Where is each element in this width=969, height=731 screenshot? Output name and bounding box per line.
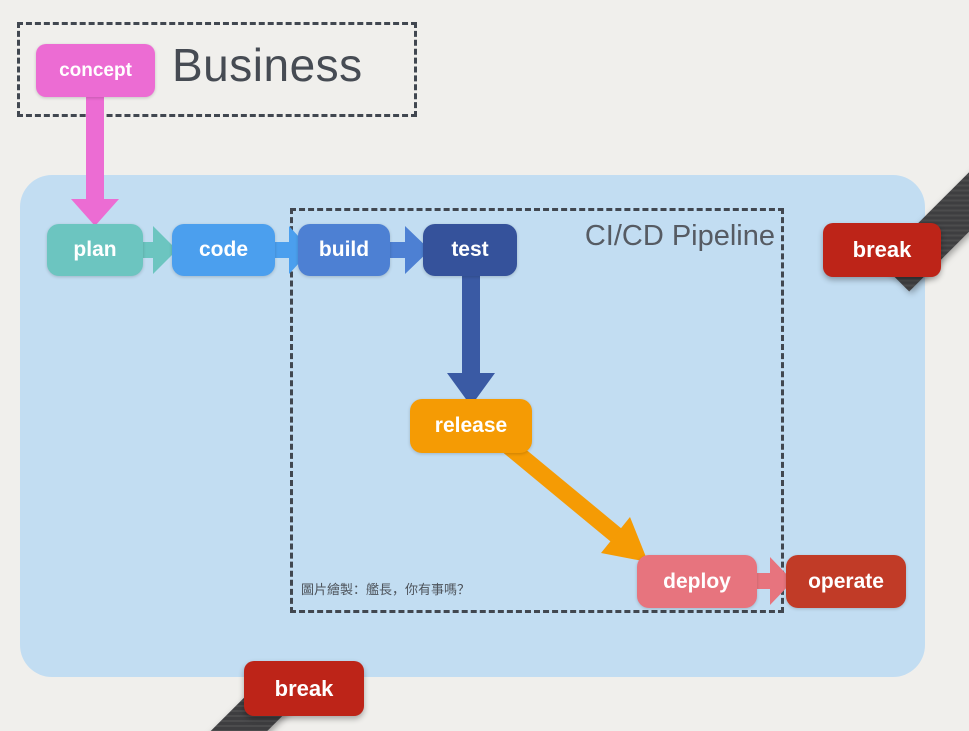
node-release: release <box>410 399 532 453</box>
break-badge-top-label: break <box>852 237 912 262</box>
node-plan: plan <box>47 224 143 276</box>
node-concept-label: concept <box>59 59 132 81</box>
node-deploy-label: deploy <box>663 569 731 593</box>
break-badge-top: break <box>823 223 941 277</box>
node-code: code <box>172 224 275 276</box>
node-plan-label: plan <box>73 238 117 261</box>
node-test-label: test <box>451 238 489 261</box>
business-dashed-box <box>17 22 417 117</box>
node-operate-label: operate <box>808 569 884 593</box>
break-badge-bottom-label: break <box>274 675 334 701</box>
node-operate: operate <box>786 555 906 608</box>
node-test: test <box>423 224 517 276</box>
business-title: Business <box>172 39 363 91</box>
cicd-pipeline-dashed-box <box>290 208 784 613</box>
node-deploy: deploy <box>637 555 757 608</box>
node-code-label: code <box>198 238 248 261</box>
node-release-label: release <box>434 414 508 437</box>
node-build-label: build <box>318 238 370 261</box>
caption-credit: 圖片繪製：艦長，你有事嗎？ <box>301 582 471 597</box>
node-concept: concept <box>36 44 155 97</box>
cicd-pipeline-title: CI/CD Pipeline <box>584 220 775 252</box>
node-build: build <box>298 224 390 276</box>
break-badge-bottom: break <box>244 661 364 716</box>
